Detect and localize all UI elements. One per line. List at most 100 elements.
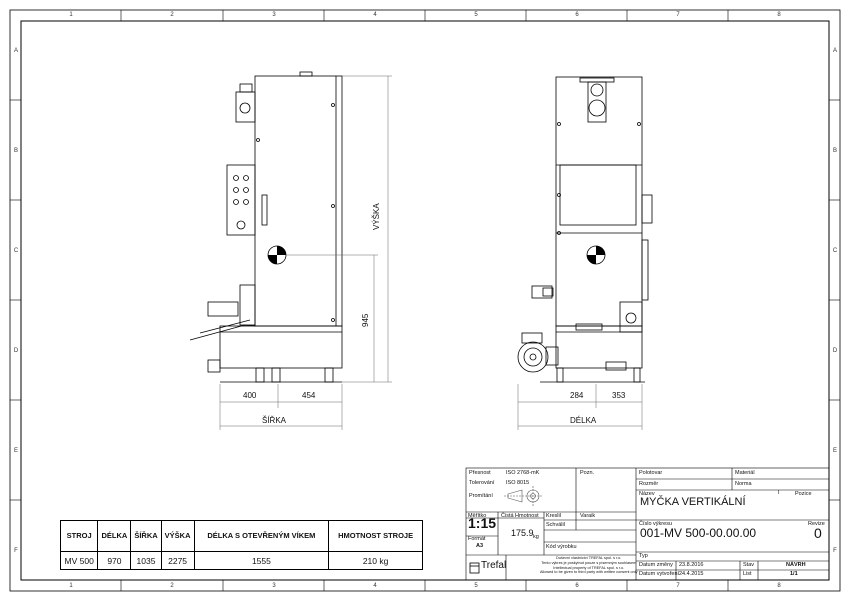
front-cog-symbol [586,245,606,265]
cell-delka: 970 [97,551,132,570]
tb-hmotnost-label: Čistá Hmotnost [501,513,539,519]
tb-revize-label: Revize [808,521,825,527]
dim-side-454: 454 [302,391,316,400]
tb-legal-line: Allowed to be given to third party with … [540,570,638,575]
cell-stroj: MV 500 [59,551,99,570]
cell-sirka: 1035 [130,551,162,570]
parameter-table: STROJ DÉLKA ŠÍŘKA VÝŠKA DÉLKA S OTEVŘENÝ… [59,520,423,570]
tb-format-label: Formát [468,536,486,542]
tb-list-label: List [743,571,752,577]
tb-meritko-value: 1:15 [468,515,497,531]
dim-side-400: 400 [243,391,257,400]
dim-side-height-label: VÝŠKA [372,203,381,230]
tb-stav-label: Stav [743,562,755,568]
col-header-delka: DÉLKA [97,520,132,552]
tb-presnost-value: ISO 2768-mK [506,470,540,476]
tb-norma-label: Norma [735,481,752,487]
tb-datum-vytvoreni-value: 24.4.2015 [679,571,704,577]
tb-hmotnost-unit: kg [533,534,539,540]
col-header-hmotnost: HMOTNOST STROJE [328,520,423,552]
zone-col-4: 4 [373,12,377,18]
tb-nazev-value: MYČKA VERTIKÁLNÍ [640,496,746,508]
zone-row-d: D [13,348,19,354]
zone-col-6-bottom: 6 [575,583,579,589]
zone-row-b: B [13,148,18,154]
tb-meritko-label: Měřítko [468,513,487,519]
projection-symbol-icon [504,486,542,506]
zone-col-5: 5 [474,12,478,18]
tb-presnost-label: Přesnost [469,470,491,476]
tb-tolerovani-value: ISO 8015 [506,480,530,486]
tb-pozice-value: I [778,490,780,496]
zone-row-f: F [14,548,18,554]
zone-col-4-bottom: 4 [373,583,377,589]
col-header-delka-vikem: DÉLKA S OTEVŘENÝM VÍKEM [193,520,330,552]
tb-revize-value: 0 [814,525,822,541]
tb-legal-line: Duševní vlastnictví TREFAL spol. s r.o. [556,556,622,560]
zone-col-7-bottom: 7 [676,583,680,589]
tb-typ-label: Typ [639,553,648,559]
tb-legal-notice: Duševní vlastnictví TREFAL spol. s r.o. … [540,556,638,575]
dim-side-945: 945 [361,313,370,327]
tb-kreslil-label: Kreslil [546,513,561,519]
zone-row-f-right: F [833,548,837,554]
zone-row-a: A [13,48,18,54]
tb-promitani-label: Promítání [469,493,493,499]
col-header-sirka: ŠÍŘKA [130,520,162,552]
tb-stav-value: NÁVRH [786,562,806,568]
tb-polotovar-label: Polotovar [639,470,663,476]
table-row: MV 500 970 1035 2275 1555 210 kg [59,551,423,570]
tb-logo-text: Trefal [481,560,507,571]
tb-format-value: A3 [476,543,484,549]
col-header-vyska: VÝŠKA [160,520,195,552]
zone-row-c: C [13,248,19,254]
zone-col-3-bottom: 3 [272,583,276,589]
side-cog-symbol [267,245,287,265]
tb-datum-vytvoreni-label: Datum vytvoření [639,571,680,577]
tb-list-value: 1/1 [790,571,798,577]
tb-datum-zmeny-label: Datum změny [639,562,673,568]
tb-schvalil-label: Schválil [546,522,565,528]
dim-front-length-label: DÉLKA [570,416,597,425]
tb-hmotnost-value: 175.9 [511,528,534,538]
parameter-table-header: STROJ DÉLKA ŠÍŘKA VÝŠKA DÉLKA S OTEVŘENÝ… [59,520,423,552]
zone-col-8: 8 [777,12,781,18]
cell-vyska: 2275 [160,551,195,570]
tb-cislo-label: Číslo výkresu [639,521,673,527]
front-view [517,76,653,383]
side-view [189,71,343,383]
tb-legal-line: Tento výkres je poskytnut pouze s písemn… [541,560,637,565]
tb-rozmer-label: Rozměr [639,481,659,487]
dim-side-width-label: ŠÍŘKA [262,416,287,425]
tb-material-label: Materiál [735,470,755,476]
zone-col-2-bottom: 2 [170,583,174,589]
zone-row-e: E [13,448,18,454]
tb-pozn-label: Pozn. [580,470,595,476]
zone-row-a-right: A [832,48,837,54]
zone-col-1-bottom: 1 [69,583,73,589]
cell-delka-vikem: 1555 [193,551,330,570]
zone-row-d-right: D [832,348,838,354]
zone-col-2: 2 [170,12,174,18]
zone-row-c-right: C [832,248,838,254]
tb-nazev-label: Název [639,491,655,497]
tb-kod-label: Kód výrobku [546,544,577,550]
tb-pozice-label: Pozice [795,491,812,497]
dim-front-353: 353 [612,391,626,400]
zone-row-b-right: B [832,148,837,154]
dim-front-284: 284 [570,391,584,400]
cell-hmotnost: 210 kg [328,551,423,570]
zone-col-3: 3 [272,12,276,18]
zone-col-7: 7 [676,12,680,18]
zone-col-1: 1 [69,12,73,18]
title-block-lines [465,467,830,581]
col-header-stroj: STROJ [59,520,99,552]
tb-cislo-value: 001-MV 500-00.00.00 [640,526,757,540]
tb-tolerovani-label: Tolerování [469,480,495,486]
zone-row-e-right: E [832,448,837,454]
tb-legal-line: Intellectual property of TREFAL spol. s … [553,565,625,570]
trefal-logo-icon [469,562,480,574]
tb-varaik-label: Varaik [580,513,596,519]
zone-col-6: 6 [575,12,579,18]
